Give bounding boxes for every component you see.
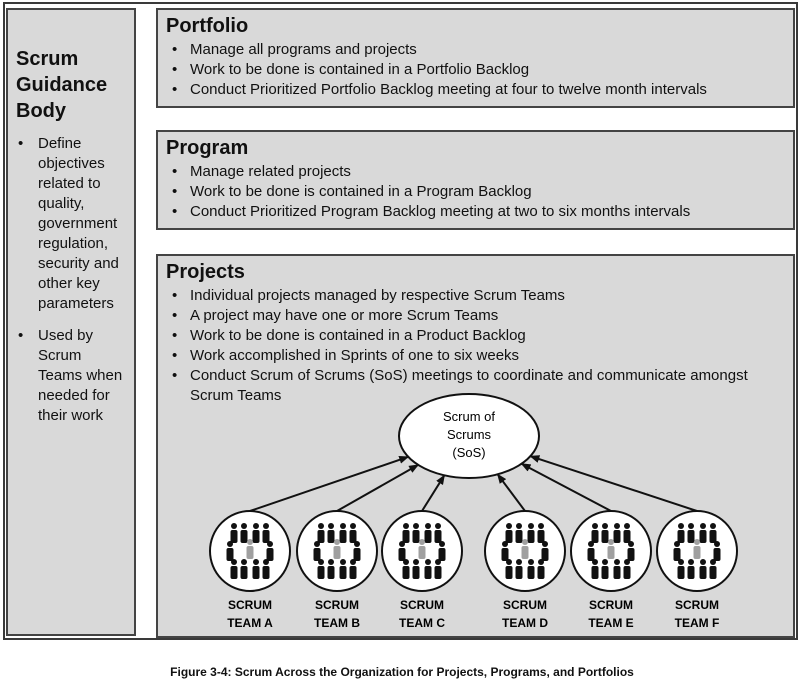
guidance-title-line: Guidance <box>16 74 108 96</box>
guidance-title-line: Scrum <box>16 48 79 70</box>
projects-title: Projects <box>166 261 245 283</box>
portfolio-bullet: Work to be done is contained in a Portfo… <box>166 60 785 80</box>
program-bullet-list: Manage related projects Work to be done … <box>166 162 785 222</box>
guidance-bullet: Used by Scrum Teams when needed for thei… <box>14 326 128 426</box>
scrum-guidance-body-panel: Scrum Guidance Body Define objectives re… <box>6 8 136 636</box>
program-title: Program <box>166 137 249 159</box>
projects-bullet-list: Individual projects managed by respectiv… <box>166 286 785 406</box>
projects-panel: Projects Individual projects managed by … <box>156 254 795 638</box>
program-bullet: Manage related projects <box>166 162 785 182</box>
projects-bullet: Work to be done is contained in a Produc… <box>166 326 785 346</box>
guidance-title-line: Body <box>16 100 66 122</box>
projects-bullet: Conduct Scrum of Scrums (SoS) meetings t… <box>166 366 785 406</box>
program-bullet: Conduct Prioritized Program Backlog meet… <box>166 202 785 222</box>
projects-bullet: Individual projects managed by respectiv… <box>166 286 785 306</box>
guidance-bullet-list: Define objectives related to quality, go… <box>14 134 128 426</box>
portfolio-bullet-list: Manage all programs and projects Work to… <box>166 40 785 100</box>
guidance-bullet: Define objectives related to quality, go… <box>14 134 128 314</box>
guidance-title: Scrum Guidance Body <box>16 46 128 124</box>
portfolio-title: Portfolio <box>166 15 249 37</box>
portfolio-panel: Portfolio Manage all programs and projec… <box>156 8 795 108</box>
portfolio-bullet: Conduct Prioritized Portfolio Backlog me… <box>166 80 785 100</box>
projects-bullet: Work accomplished in Sprints of one to s… <box>166 346 785 366</box>
program-bullet: Work to be done is contained in a Progra… <box>166 182 785 202</box>
projects-bullet: A project may have one or more Scrum Tea… <box>166 306 785 326</box>
portfolio-bullet: Manage all programs and projects <box>166 40 785 60</box>
figure-caption: Figure 3-4: Scrum Across the Organizatio… <box>170 665 634 679</box>
program-panel: Program Manage related projects Work to … <box>156 130 795 230</box>
